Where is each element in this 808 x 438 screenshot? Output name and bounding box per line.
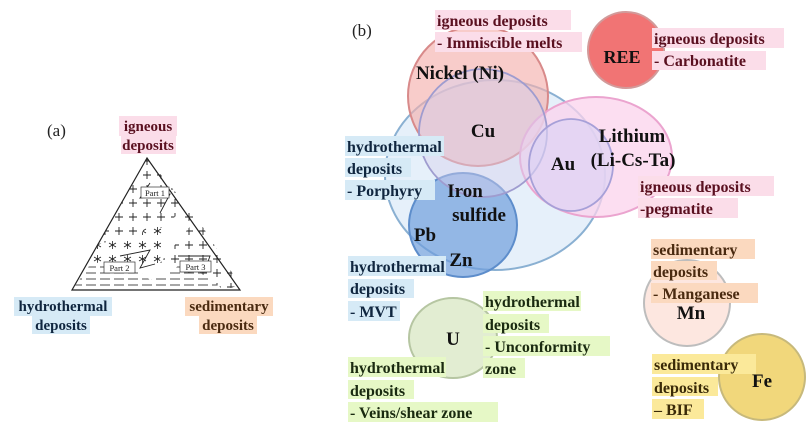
unconformity-label-1: hydrothermal xyxy=(485,294,580,311)
mn-label: Mn xyxy=(677,303,706,324)
manganese-label-2: deposits xyxy=(653,264,708,281)
fe-label: Fe xyxy=(752,371,772,392)
porphyry-highlight-1 xyxy=(345,136,444,156)
veins-highlight-2 xyxy=(348,380,414,399)
ree-label: REE xyxy=(603,47,640,67)
lithium-label-2: (Li-Cs-Ta) xyxy=(591,150,676,171)
nickel-label: Nickel (Ni) xyxy=(416,63,504,84)
au-label: Au xyxy=(551,154,576,175)
unconformity-highlight-4 xyxy=(483,358,525,378)
igneous-vertex-highlight-2 xyxy=(121,135,176,154)
veins-label-3: - Veins/shear zone xyxy=(350,405,472,422)
unconformity-highlight-1 xyxy=(483,291,581,311)
u-label: U xyxy=(446,329,460,350)
panel-b: (b) Nickel (Ni) Cu Au Lithium (Li-Cs-Ta)… xyxy=(345,10,806,422)
pegmatite-label-1: igneous deposits xyxy=(640,179,751,196)
igneous-vertex-label-2: deposits xyxy=(122,138,174,154)
pb-label: Pb xyxy=(414,225,436,246)
carbonatite-highlight-2 xyxy=(652,51,766,70)
zone-star-left xyxy=(92,224,162,266)
ree-circle xyxy=(587,11,665,89)
veins-highlight-3 xyxy=(348,402,498,422)
manganese-highlight-1 xyxy=(651,239,755,259)
panel-a-label: (a) xyxy=(47,121,66,140)
zone-plus-upper xyxy=(98,158,197,244)
part1-label: Part 1 xyxy=(145,188,165,198)
bif-highlight-1 xyxy=(652,354,756,374)
zone-plus-right xyxy=(160,218,240,290)
hydrothermal-vertex-label-1: hydrothermal xyxy=(19,299,108,315)
sedimentary-vertex-label-2: deposits xyxy=(202,318,254,334)
ternary-triangle xyxy=(70,156,242,291)
iron-label-2: sulfide xyxy=(452,205,506,226)
veins-highlight-1 xyxy=(348,357,446,377)
pegmatite-highlight-2 xyxy=(638,198,738,218)
part1-box xyxy=(140,186,170,199)
part2-box xyxy=(103,261,136,274)
bif-label-1: sedimentary xyxy=(654,357,738,374)
part2-boundary xyxy=(119,249,156,269)
mvt-label-2: deposits xyxy=(350,281,405,298)
pegmatite-highlight-1 xyxy=(638,176,774,196)
lithium-label-1: Lithium xyxy=(599,126,666,147)
immiscible-label-1: igneous deposits xyxy=(437,13,548,30)
unconformity-label-3: - Unconformity xyxy=(485,339,590,356)
part2-label: Part 2 xyxy=(109,263,129,273)
hydrothermal-vertex-highlight-1 xyxy=(14,297,112,316)
igneous-vertex-label-1: igneous xyxy=(124,119,173,135)
manganese-highlight-3 xyxy=(651,283,758,303)
carbonatite-highlight-1 xyxy=(652,28,784,48)
mvt-label-1: hydrothermal xyxy=(350,259,445,276)
unconformity-highlight-3 xyxy=(483,336,610,356)
panel-a: (a) Part 1 Part 2 Part 3 igneous deposit… xyxy=(14,116,273,334)
igneous-vertex-highlight-1 xyxy=(119,116,177,136)
sedimentary-vertex-label-1: sedimentary xyxy=(189,299,269,315)
porphyry-label-1: hydrothermal xyxy=(347,139,442,156)
porphyry-highlight-3 xyxy=(345,180,435,200)
mvt-highlight-3 xyxy=(348,301,400,321)
mvt-label-3: - MVT xyxy=(350,304,397,321)
veins-label-2: deposits xyxy=(350,383,405,400)
iron-label-1: Iron xyxy=(447,181,483,202)
porphyry-highlight-2 xyxy=(345,158,411,177)
manganese-highlight-2 xyxy=(651,261,717,280)
veins-label-1: hydrothermal xyxy=(350,360,445,377)
unconformity-label-2: deposits xyxy=(485,317,540,334)
unconformity-highlight-2 xyxy=(483,314,549,333)
zn-label: Zn xyxy=(449,250,473,271)
carbonatite-label-2: - Carbonatite xyxy=(654,53,746,70)
porphyry-label-3: - Porphyry xyxy=(347,183,422,200)
bif-label-2: deposits xyxy=(654,380,709,397)
immiscible-label-2: - Immiscible melts xyxy=(437,35,562,52)
pb-zn-circle xyxy=(408,172,518,278)
part3-label: Part 3 xyxy=(185,262,205,272)
pegmatite-label-2: -pegmatite xyxy=(640,201,713,218)
bif-label-3: – BIF xyxy=(653,402,693,419)
bif-highlight-2 xyxy=(652,377,718,396)
manganese-label-1: sedimentary xyxy=(653,242,737,259)
unconformity-label-4: zone xyxy=(485,361,516,378)
au-circle xyxy=(528,118,614,212)
sedimentary-vertex-highlight-1 xyxy=(185,297,273,316)
porphyry-label-2: deposits xyxy=(347,161,402,178)
immiscible-highlight-1 xyxy=(435,10,571,30)
part3-box xyxy=(179,260,212,273)
mvt-highlight-1 xyxy=(348,256,446,276)
panel-b-label: (b) xyxy=(352,21,372,40)
manganese-label-3: - Manganese xyxy=(653,286,740,303)
carbonatite-label-1: igneous deposits xyxy=(654,31,765,48)
cu-label: Cu xyxy=(471,121,496,142)
hydrothermal-vertex-highlight-2 xyxy=(32,316,90,334)
hydrothermal-vertex-label-2: deposits xyxy=(35,318,87,334)
sedimentary-vertex-highlight-2 xyxy=(199,316,257,334)
ternary-diagram: Part 1 Part 2 Part 3 xyxy=(70,156,242,291)
bif-highlight-3 xyxy=(652,399,704,419)
immiscible-highlight-2 xyxy=(435,32,582,52)
mvt-highlight-2 xyxy=(348,279,414,298)
